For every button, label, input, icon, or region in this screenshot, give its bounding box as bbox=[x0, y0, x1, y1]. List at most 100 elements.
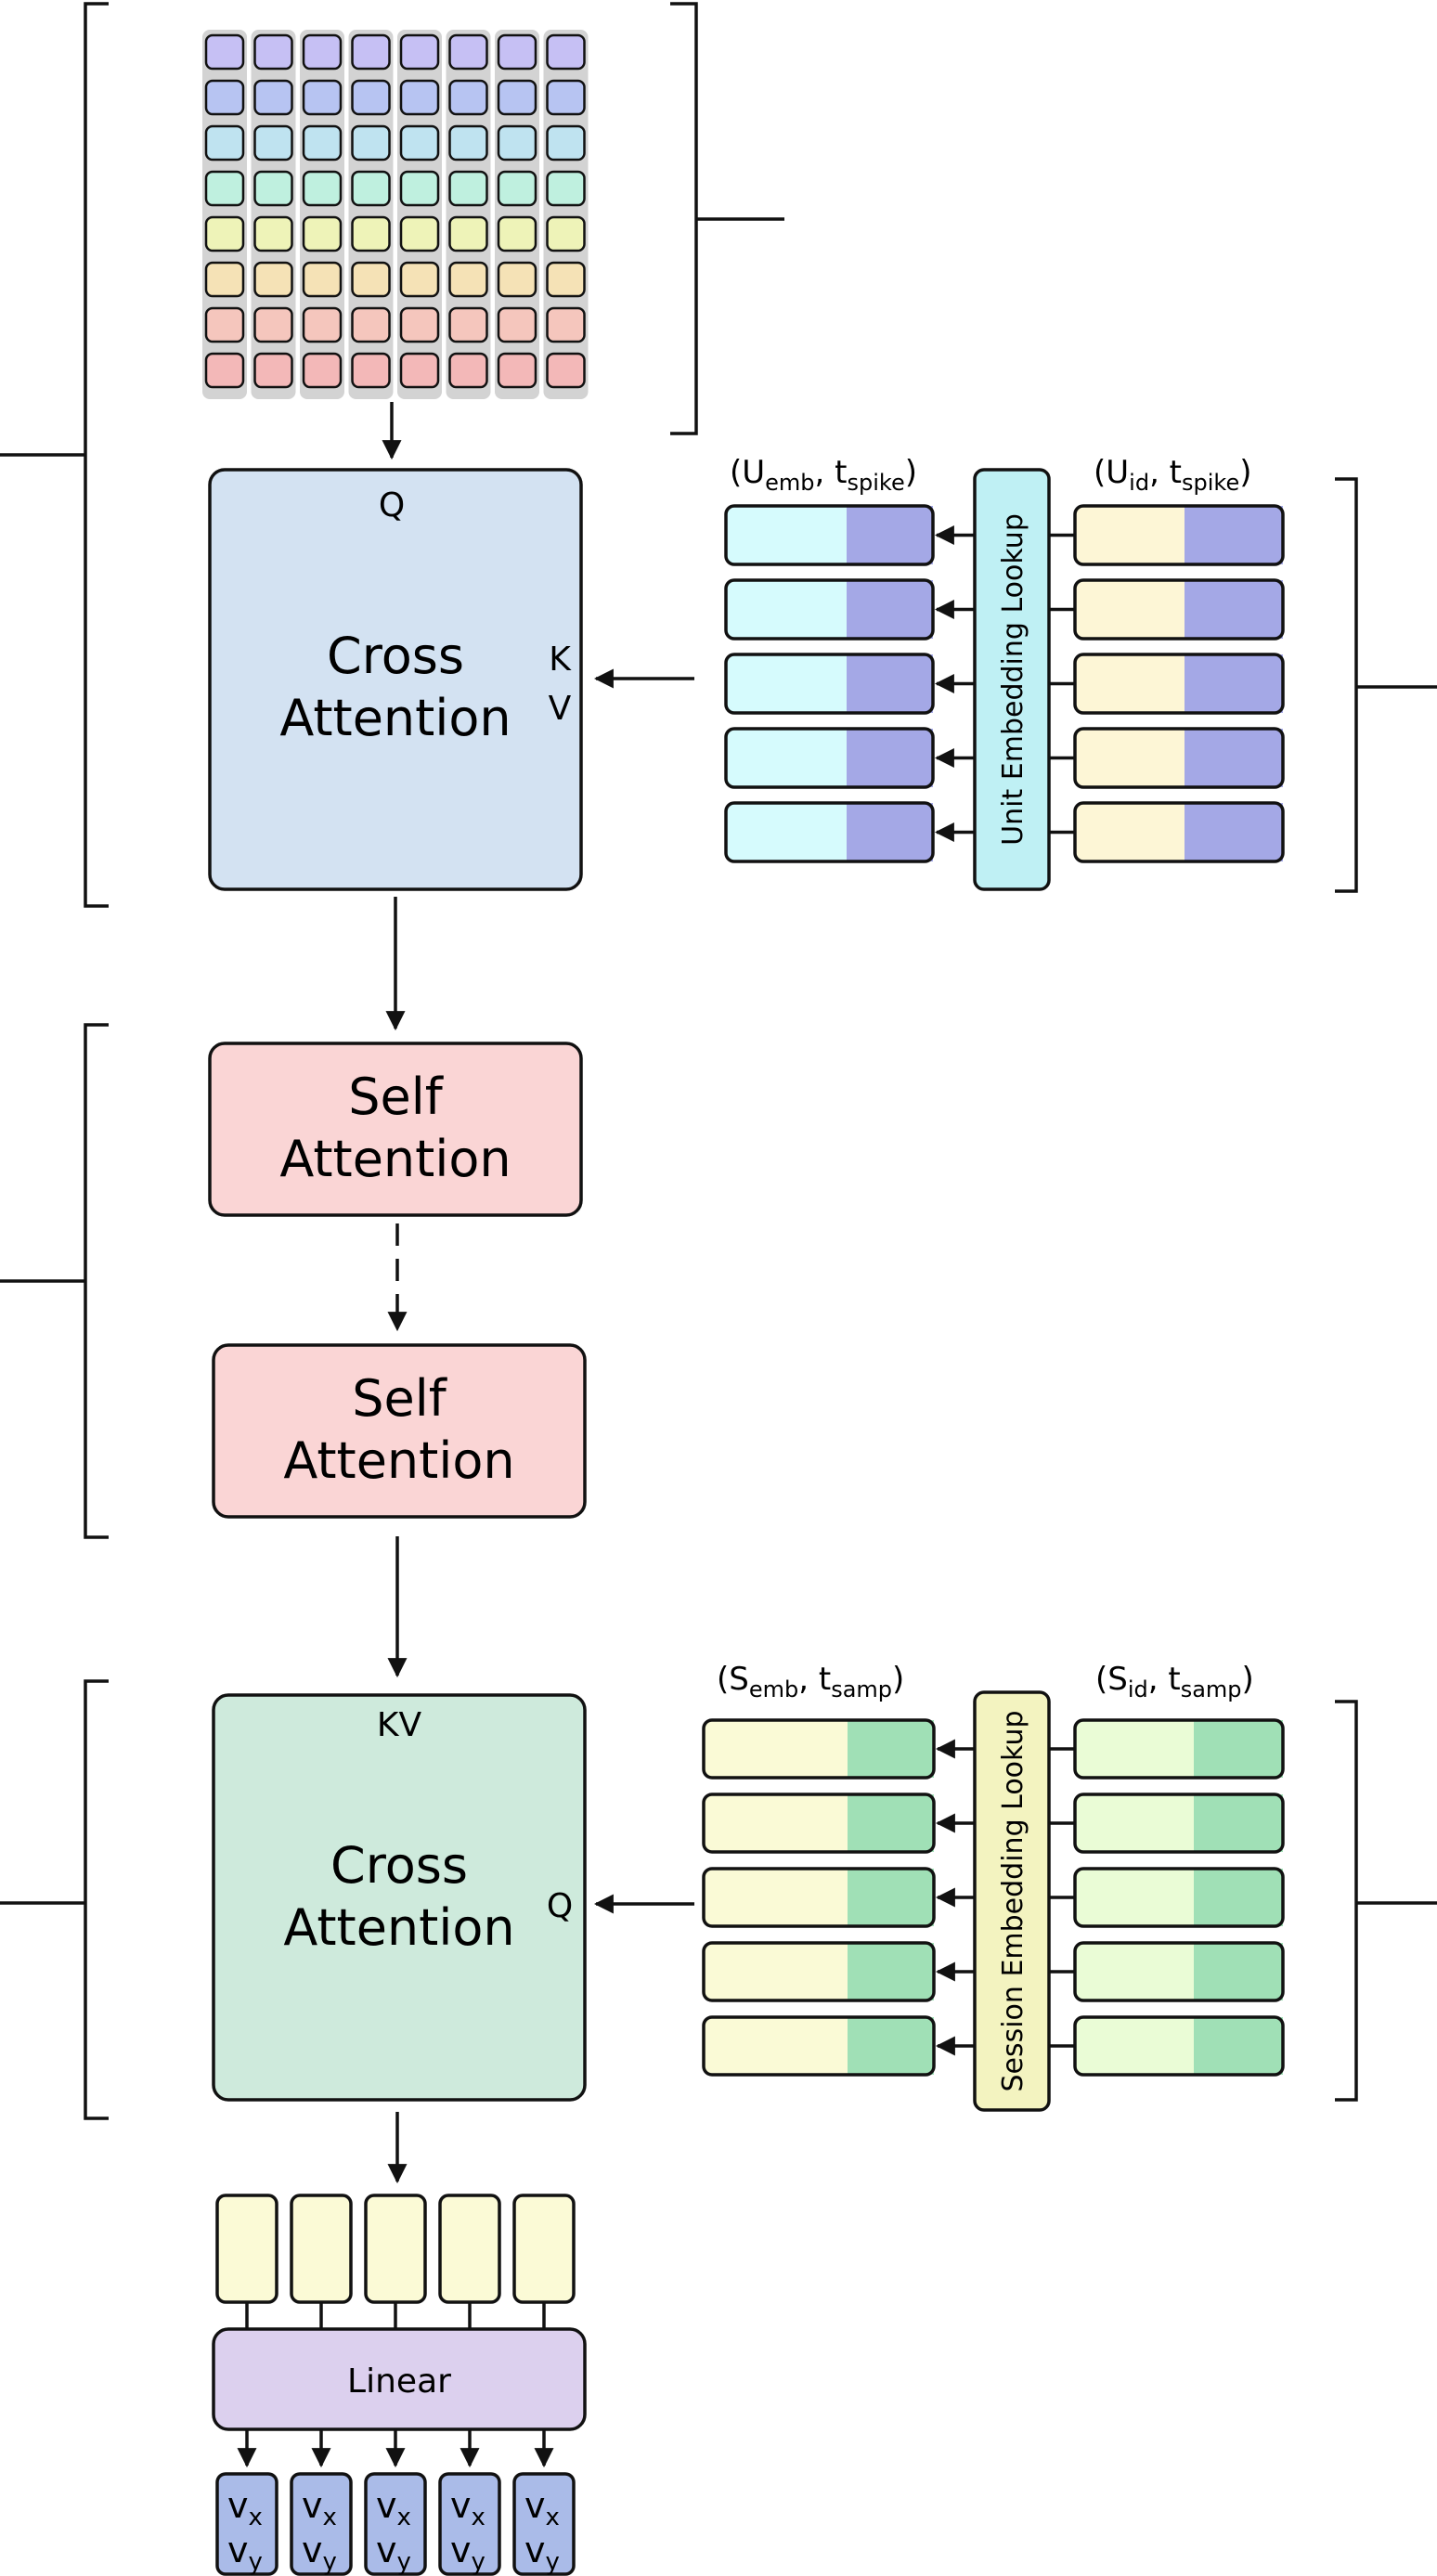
latent-token bbox=[253, 33, 293, 71]
id-token-time bbox=[1194, 2017, 1283, 2075]
latent-token bbox=[546, 124, 586, 162]
prediction-token bbox=[512, 2472, 576, 2576]
embedding-token-border bbox=[702, 2015, 936, 2077]
unit-token-row bbox=[724, 801, 1285, 863]
cross-attention-2-line2: Attention bbox=[283, 1898, 514, 1957]
embedding-token-time bbox=[848, 1943, 934, 2000]
latent-token bbox=[351, 306, 391, 343]
self-attention-2: Self Attention bbox=[212, 1343, 587, 1519]
latent-token bbox=[302, 215, 343, 252]
cross-attention-encoder-box bbox=[208, 468, 583, 891]
latent-token bbox=[497, 170, 537, 207]
unit-emb-label: (Uemb, tspike) bbox=[730, 454, 917, 496]
latent-token bbox=[399, 124, 440, 162]
latent-token bbox=[546, 215, 586, 252]
latent-token bbox=[448, 352, 488, 389]
cross-attention-decoder: KV Cross Attention Q bbox=[212, 1693, 587, 2102]
latent-token bbox=[253, 79, 293, 116]
embedding-token-border bbox=[724, 578, 935, 641]
embedding-token-time bbox=[848, 1794, 934, 1852]
latent-token bbox=[546, 33, 586, 71]
latent-token bbox=[253, 215, 293, 252]
latent-token bbox=[253, 170, 293, 207]
prediction-token bbox=[290, 2472, 353, 2576]
unit-id-label: (Uid, tspike) bbox=[1094, 454, 1252, 496]
vy-label: vy bbox=[302, 2530, 337, 2576]
output-token-row bbox=[215, 2194, 576, 2329]
bracket-encoder bbox=[0, 2, 109, 908]
id-token-time bbox=[1194, 1943, 1283, 2000]
bracket-self-attention bbox=[0, 1023, 109, 1539]
latent-token bbox=[351, 261, 391, 298]
latent-token bbox=[351, 79, 391, 116]
latent-token bbox=[546, 261, 586, 298]
session-embedding-lookup-label: Session Embedding Lookup bbox=[997, 1710, 1029, 2091]
latent-token bbox=[497, 352, 537, 389]
latent-token bbox=[448, 33, 488, 71]
unit-token-row bbox=[724, 578, 1285, 641]
latent-token-grid bbox=[202, 30, 589, 399]
latent-column-bg bbox=[348, 30, 394, 399]
latent-column-bg bbox=[495, 30, 539, 399]
self-attention-1: Self Attention bbox=[208, 1042, 583, 1217]
latent-token bbox=[497, 124, 537, 162]
embedding-token-time bbox=[847, 506, 933, 564]
output-token bbox=[290, 2194, 353, 2304]
cross-attention-decoder-box bbox=[212, 1693, 587, 2102]
session-token-row bbox=[702, 1793, 1285, 1854]
session-token-row bbox=[702, 1718, 1285, 1780]
embedding-token-border bbox=[702, 1941, 936, 2002]
embedding-token-time bbox=[847, 729, 933, 787]
latent-token bbox=[546, 79, 586, 116]
latent-token bbox=[351, 215, 391, 252]
embedding-token-time bbox=[848, 2017, 934, 2075]
latent-column-bg bbox=[543, 30, 589, 399]
latent-token bbox=[302, 33, 343, 71]
latent-token bbox=[351, 352, 391, 389]
latent-token bbox=[448, 170, 488, 207]
embedding-token-border bbox=[702, 1793, 936, 1854]
bracket-latents bbox=[670, 2, 784, 435]
prediction-token bbox=[364, 2472, 427, 2576]
session-id-label: (Sid, tsamp) bbox=[1095, 1661, 1254, 1702]
latent-token bbox=[399, 79, 440, 116]
self-attention-1-line1: Self bbox=[348, 1068, 445, 1126]
v-label: V bbox=[549, 690, 572, 728]
self-attention-2-box bbox=[212, 1343, 587, 1519]
latent-token bbox=[204, 352, 245, 389]
latent-token bbox=[253, 306, 293, 343]
latent-token bbox=[302, 79, 343, 116]
session-embedding-lookup: Session Embedding Lookup bbox=[973, 1690, 1051, 2112]
prediction-token bbox=[215, 2472, 278, 2576]
vy-label: vy bbox=[450, 2530, 485, 2576]
vy-label: vy bbox=[227, 2530, 263, 2576]
cross-attention-2-line1: Cross bbox=[330, 1836, 468, 1895]
id-token-time bbox=[1185, 729, 1283, 787]
vx-label: vx bbox=[524, 2485, 560, 2531]
unit-token-row bbox=[724, 727, 1285, 789]
latent-token bbox=[399, 215, 440, 252]
embedding-token-border bbox=[724, 727, 935, 789]
id-token-time bbox=[1185, 580, 1283, 639]
unit-embedding-lookup: Unit Embedding Lookup bbox=[973, 468, 1051, 891]
vy-label: vy bbox=[376, 2530, 411, 2576]
bracket-unit-tokens bbox=[1335, 477, 1437, 893]
id-token-time bbox=[1194, 1720, 1283, 1778]
unit-token-row bbox=[724, 653, 1285, 715]
unit-token-rows bbox=[724, 504, 1285, 863]
vx-label: vx bbox=[450, 2485, 485, 2531]
output-token bbox=[364, 2194, 427, 2304]
latent-token bbox=[302, 170, 343, 207]
bracket-session-tokens bbox=[1335, 1700, 1437, 2102]
latent-token bbox=[204, 215, 245, 252]
latent-token bbox=[204, 124, 245, 162]
embedding-token-border bbox=[724, 504, 935, 566]
id-token-time bbox=[1185, 506, 1283, 564]
session-emb-label: (Semb, tsamp) bbox=[717, 1661, 904, 1702]
cross-attention-title-line2: Attention bbox=[279, 689, 511, 747]
latent-token bbox=[351, 124, 391, 162]
linear-label: Linear bbox=[347, 2362, 451, 2401]
latent-token bbox=[497, 79, 537, 116]
latent-token bbox=[302, 124, 343, 162]
